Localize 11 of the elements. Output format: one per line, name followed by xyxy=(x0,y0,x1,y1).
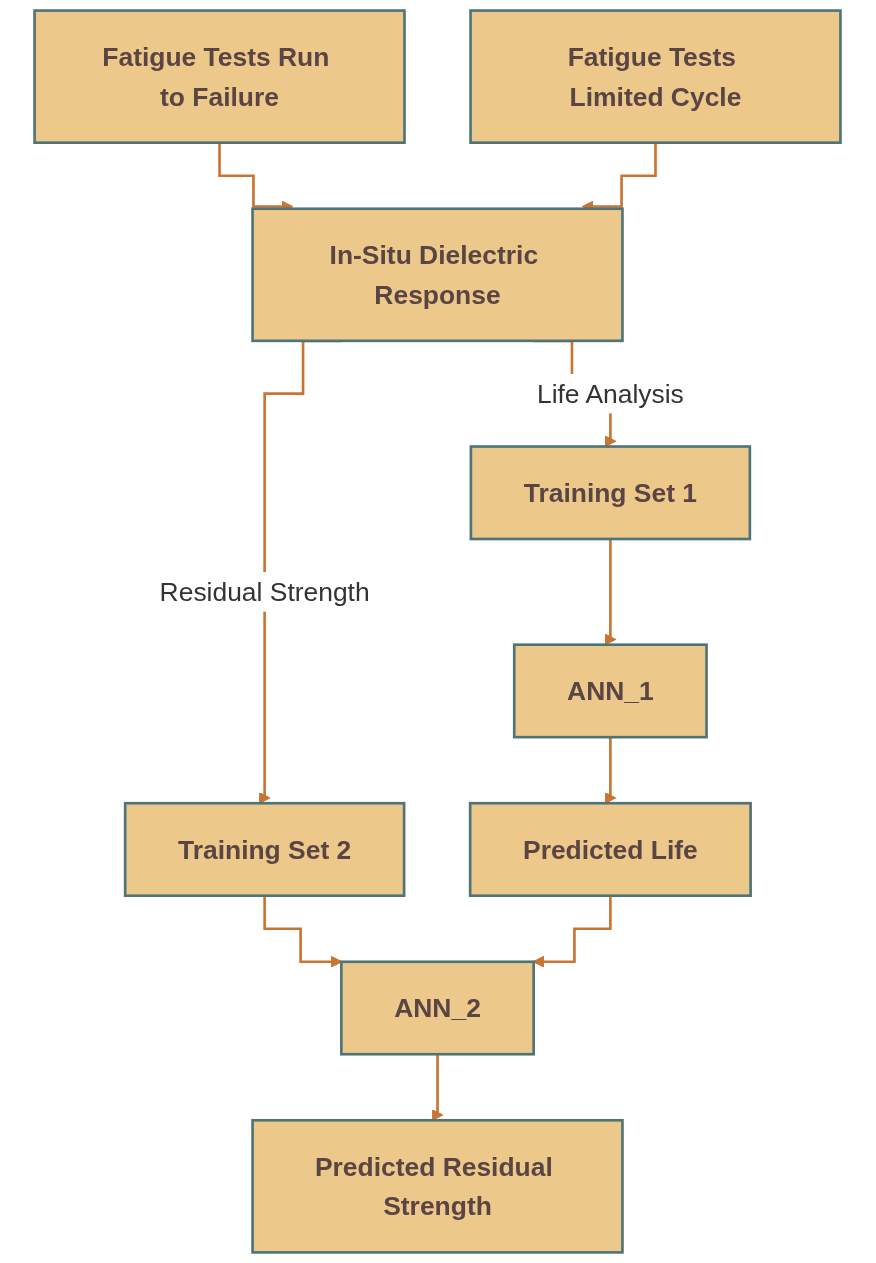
node-box: ANN_2 xyxy=(340,960,536,1056)
node-box: Predicted Residual Strength xyxy=(251,1119,625,1254)
edge-label: Residual Strength xyxy=(160,577,371,607)
node-box: ANN_1 xyxy=(513,643,709,739)
node-box: Predicted Life xyxy=(469,801,753,898)
edge-label: Life Analysis xyxy=(537,379,685,409)
node-box: Fatigue Tests Limited Cycle xyxy=(469,9,843,144)
node-box: Fatigue Tests Run to Failure xyxy=(33,9,407,144)
node-box: In-Situ Dielectric Response xyxy=(251,207,625,343)
node-box: Training Set 1 xyxy=(470,445,752,541)
node-box: Training Set 2 xyxy=(124,801,406,898)
